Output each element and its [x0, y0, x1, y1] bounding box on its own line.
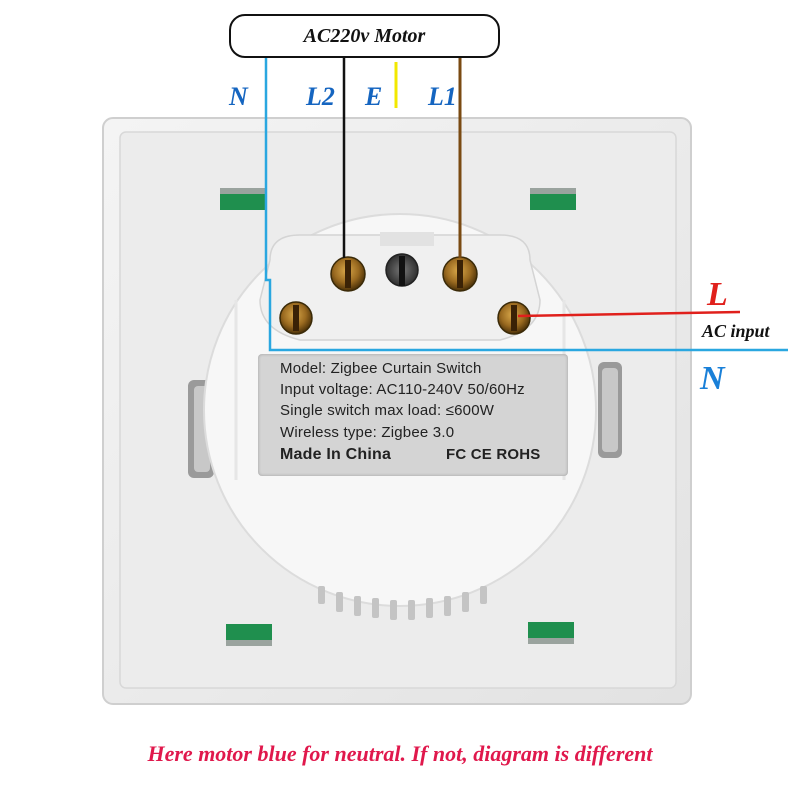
clip-window-bottom-right	[528, 622, 574, 640]
clip-window-bottom-left	[226, 624, 272, 642]
certification-marks: FC CE ROHS	[446, 446, 541, 463]
label-made-in: Made In China	[280, 446, 392, 463]
label-max-load: Single switch max load: ≤600W	[280, 402, 495, 419]
diagram-caption: Here motor blue for neutral. If not, dia…	[147, 741, 653, 766]
product-label-sticker: Model: Zigbee Curtain Switch Input volta…	[258, 354, 568, 476]
label-input-voltage: Input voltage: AC110-240V 50/60Hz	[280, 381, 525, 398]
wire-label-l1: L1	[428, 82, 457, 111]
label-wireless-type: Wireless type: Zigbee 3.0	[280, 424, 455, 441]
clip-window-top-right	[530, 192, 576, 210]
wire-label-e: E	[365, 82, 383, 111]
clip-window-top-left	[220, 192, 266, 210]
live-input-label: L	[707, 276, 728, 313]
wire-label-n-top: N	[229, 82, 248, 111]
motor-label: AC220v Motor	[303, 24, 426, 47]
neutral-wire	[264, 58, 788, 352]
neutral-input-label: N	[700, 360, 725, 397]
wire-label-l2: L2	[306, 82, 335, 111]
label-model: Model: Zigbee Curtain Switch	[280, 360, 482, 377]
live-input-wire	[517, 310, 741, 318]
motor-box: AC220v Motor	[229, 14, 500, 58]
ac-input-label: AC input	[702, 321, 770, 341]
